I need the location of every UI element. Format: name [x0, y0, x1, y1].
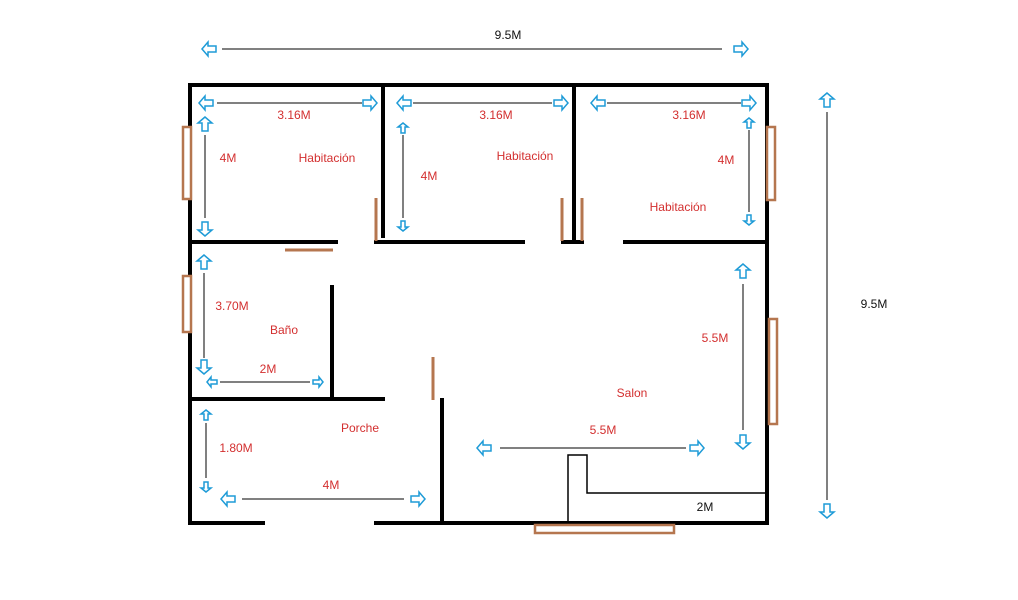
- bedroom1-width-label: 3.16M: [277, 108, 310, 122]
- kitchen-window: [533, 523, 676, 535]
- kitchen-width-label: 2M: [697, 500, 714, 514]
- porch-width-right-arrow: [410, 489, 426, 509]
- bathroom-height-bottom-arrow: [194, 359, 214, 375]
- bathroom-width-right-arrow: [312, 374, 324, 390]
- living-height-bottom-arrow: [733, 434, 753, 450]
- bedroom2-height-bottom-arrow: [395, 220, 411, 232]
- bedroom2-width-left-arrow: [396, 93, 412, 113]
- bedroom3-window: [765, 125, 777, 202]
- porch-width-label: 4M: [323, 478, 340, 492]
- doors: [285, 198, 584, 400]
- bedroom2-width-label: 3.16M: [479, 108, 512, 122]
- kitchen-counter-outline: [567, 454, 767, 523]
- overall-width-dimension: 9.5M: [201, 28, 749, 59]
- porch-height-bottom-arrow: [198, 481, 214, 493]
- bedroom2-height-top-arrow: [395, 122, 411, 134]
- bathroom-height-label: 3.70M: [215, 299, 248, 313]
- bedroom1-width-left-arrow: [198, 93, 214, 113]
- bedroom1-width-right-arrow: [362, 93, 378, 113]
- bedroom1-height-label: 4M: [220, 151, 237, 165]
- bedroom3-name: Habitación: [650, 200, 707, 214]
- porch-height-top-arrow: [198, 409, 214, 421]
- bedroom-1: 3.16M 4M Habitación: [195, 93, 378, 237]
- walls: [188, 83, 769, 525]
- kitchen-counter: 2M: [567, 454, 767, 523]
- bathroom: 3.70M 2M Baño: [194, 254, 324, 390]
- overall-width-left-arrow: [201, 39, 217, 59]
- bathroom-width-label: 2M: [260, 362, 277, 376]
- living-height-top-arrow: [733, 263, 753, 279]
- bedroom3-width-label: 3.16M: [672, 108, 705, 122]
- living-room: 5.5M 5.5M Salon: [476, 263, 753, 458]
- porch-name: Porche: [341, 421, 379, 435]
- bedroom1-window: [181, 125, 193, 201]
- overall-height-top-arrow: [817, 92, 837, 108]
- bedroom-2: 3.16M 4M Habitación: [395, 93, 569, 232]
- porch-width-left-arrow: [220, 489, 236, 509]
- windows: [181, 125, 779, 535]
- bedroom3-width-right-arrow: [741, 93, 757, 113]
- living-width-label: 5.5M: [590, 423, 617, 437]
- porch-height-label: 1.80M: [219, 441, 252, 455]
- bedroom3-height-top-arrow: [741, 117, 757, 129]
- living-window: [767, 317, 779, 426]
- overall-height-label: 9.5M: [861, 297, 888, 311]
- overall-width-right-arrow: [733, 39, 749, 59]
- overall-height-bottom-arrow: [817, 503, 837, 519]
- bedroom2-width-right-arrow: [553, 93, 569, 113]
- porch: 1.80M 4M Porche: [198, 409, 426, 509]
- living-height-label: 5.5M: [702, 331, 729, 345]
- overall-width-label: 9.5M: [495, 28, 522, 42]
- bedroom-3: 3.16M 4M Habitación: [590, 93, 757, 226]
- bedroom3-height-bottom-arrow: [741, 214, 757, 226]
- bathroom-width-left-arrow: [206, 374, 218, 390]
- bedroom2-height-label: 4M: [421, 169, 438, 183]
- bedroom3-width-left-arrow: [590, 93, 606, 113]
- bathroom-height-top-arrow: [194, 254, 214, 270]
- living-width-right-arrow: [689, 438, 705, 458]
- bathroom-window: [181, 274, 193, 334]
- bedroom3-height-label: 4M: [718, 153, 735, 167]
- bathroom-name: Baño: [270, 323, 298, 337]
- living-name: Salon: [617, 386, 648, 400]
- bedroom1-height-top-arrow: [195, 116, 215, 132]
- bedroom2-name: Habitación: [497, 149, 554, 163]
- living-width-left-arrow: [476, 438, 492, 458]
- bedroom1-name: Habitación: [299, 151, 356, 165]
- overall-height-dimension: 9.5M: [817, 92, 888, 519]
- bedroom1-height-bottom-arrow: [195, 221, 215, 237]
